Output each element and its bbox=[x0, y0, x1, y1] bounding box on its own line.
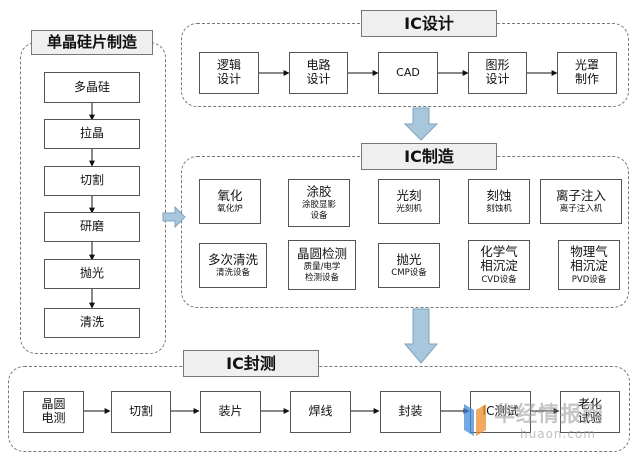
fab-equipment-label: 清洗设备 bbox=[215, 267, 250, 278]
packaging-step-label: 焊线 bbox=[308, 404, 333, 419]
wafer-step-cutting: 切割 bbox=[44, 166, 140, 196]
wafer-step-label: 清洗 bbox=[79, 315, 104, 330]
fab-step-label: 化学气 相沉淀 bbox=[480, 243, 518, 274]
flow-arrow-fab-to-packaging bbox=[403, 308, 439, 364]
wafer-step-grinding: 研磨 bbox=[44, 212, 140, 242]
wafer-step-crystal-pulling: 拉晶 bbox=[44, 119, 140, 149]
fab-step-lithography: 光刻 光刻机 bbox=[378, 179, 440, 224]
fab-equipment-label: 涂胶显影 设备 bbox=[301, 200, 336, 221]
packaging-step-label: 切割 bbox=[128, 404, 153, 419]
fab-step-multiple-cleaning: 多次清洗 清洗设备 bbox=[199, 243, 267, 288]
design-step-label: 光罩 制作 bbox=[574, 58, 599, 86]
design-step-layout-design: 图形 设计 bbox=[468, 52, 527, 94]
packaging-step-label: 晶圆 电测 bbox=[41, 397, 66, 425]
fab-equipment-label: 氧化炉 bbox=[217, 203, 243, 214]
fab-step-oxidation: 氧化 氧化炉 bbox=[199, 179, 261, 224]
wafer-step-label: 拉晶 bbox=[79, 126, 104, 141]
fab-step-label: 晶圆检测 bbox=[296, 245, 347, 261]
design-step-cad: CAD bbox=[378, 52, 438, 94]
packaging-step-label: 装片 bbox=[218, 404, 243, 419]
wafer-step-label: 抛光 bbox=[79, 266, 104, 281]
fab-equipment-label: 刻蚀机 bbox=[486, 203, 512, 214]
wafer-manufacturing-title: 单晶硅片制造 bbox=[31, 30, 153, 55]
design-step-circuit-design: 电路 设计 bbox=[289, 52, 348, 94]
fab-step-wafer-inspection: 晶圆检测 质量/电学 检测设备 bbox=[288, 240, 356, 290]
fab-equipment-label: 质量/电学 检测设备 bbox=[303, 262, 341, 283]
fab-equipment-label: PVD设备 bbox=[571, 274, 607, 285]
fab-equipment-label: CVD设备 bbox=[481, 274, 517, 285]
fab-step-label: 刻蚀 bbox=[486, 187, 512, 203]
fab-step-cmp-polishing: 抛光 CMP设备 bbox=[378, 243, 440, 288]
wafer-step-label: 多晶硅 bbox=[73, 79, 110, 94]
watermark-url: huaon.com bbox=[520, 427, 596, 441]
huaon-logo-icon bbox=[464, 404, 486, 436]
packaging-step-label: 封装 bbox=[398, 404, 423, 419]
packaging-step-die-attach: 装片 bbox=[200, 391, 261, 433]
watermark: 华经情报网 huaon.com bbox=[462, 398, 638, 448]
wafer-step-polysilicon: 多晶硅 bbox=[44, 72, 140, 103]
wafer-step-label: 切割 bbox=[79, 173, 104, 188]
wafer-step-cleaning: 清洗 bbox=[44, 308, 140, 338]
ic-fabrication-title: IC制造 bbox=[361, 143, 497, 170]
fab-equipment-label: 离子注入机 bbox=[559, 203, 603, 214]
fab-step-label: 抛光 bbox=[396, 251, 422, 267]
design-step-label: 图形 设计 bbox=[485, 58, 510, 86]
packaging-step-wire-bonding: 焊线 bbox=[290, 391, 351, 433]
packaging-step-label: 老化 试验 bbox=[577, 397, 602, 425]
fab-step-label: 涂胶 bbox=[306, 183, 332, 199]
flow-arrow-design-to-fab bbox=[403, 107, 439, 141]
fab-step-label: 离子注入 bbox=[555, 187, 606, 203]
design-step-label: CAD bbox=[396, 65, 420, 79]
wafer-step-label: 研磨 bbox=[79, 219, 104, 234]
design-step-label: 电路 设计 bbox=[306, 58, 331, 86]
fab-step-coating: 涂胶 涂胶显影 设备 bbox=[288, 179, 350, 227]
packaging-step-encapsulation: 封装 bbox=[380, 391, 441, 433]
wafer-step-polishing: 抛光 bbox=[44, 259, 140, 289]
ic-packaging-test-title: IC封测 bbox=[183, 350, 319, 377]
packaging-step-dicing: 切割 bbox=[111, 391, 171, 433]
packaging-step-burn-in-test: 老化 试验 bbox=[560, 391, 620, 433]
fab-equipment-label: 光刻机 bbox=[396, 203, 422, 214]
fab-step-label: 氧化 bbox=[217, 187, 243, 203]
packaging-step-label: IC测试 bbox=[482, 404, 519, 419]
fab-step-label: 物理气 相沉淀 bbox=[570, 243, 608, 274]
fab-step-ion-implantation: 离子注入 离子注入机 bbox=[540, 179, 622, 224]
fab-step-pvd: 物理气 相沉淀 PVD设备 bbox=[558, 240, 620, 290]
fab-step-label: 多次清洗 bbox=[207, 251, 258, 267]
design-step-photomask: 光罩 制作 bbox=[557, 52, 617, 94]
fab-step-cvd: 化学气 相沉淀 CVD设备 bbox=[468, 240, 530, 290]
design-step-label: 逻辑 设计 bbox=[216, 58, 241, 86]
ic-design-title: IC设计 bbox=[361, 10, 497, 37]
fab-equipment-label: CMP设备 bbox=[391, 267, 427, 278]
fab-step-label: 光刻 bbox=[396, 187, 422, 203]
design-step-logic-design: 逻辑 设计 bbox=[199, 52, 259, 94]
watermark-name: 华经情报网 bbox=[494, 402, 604, 426]
fab-step-etching: 刻蚀 刻蚀机 bbox=[468, 179, 530, 224]
packaging-step-wafer-probe: 晶圆 电测 bbox=[23, 391, 84, 433]
ic-packaging-test-group bbox=[8, 366, 630, 452]
